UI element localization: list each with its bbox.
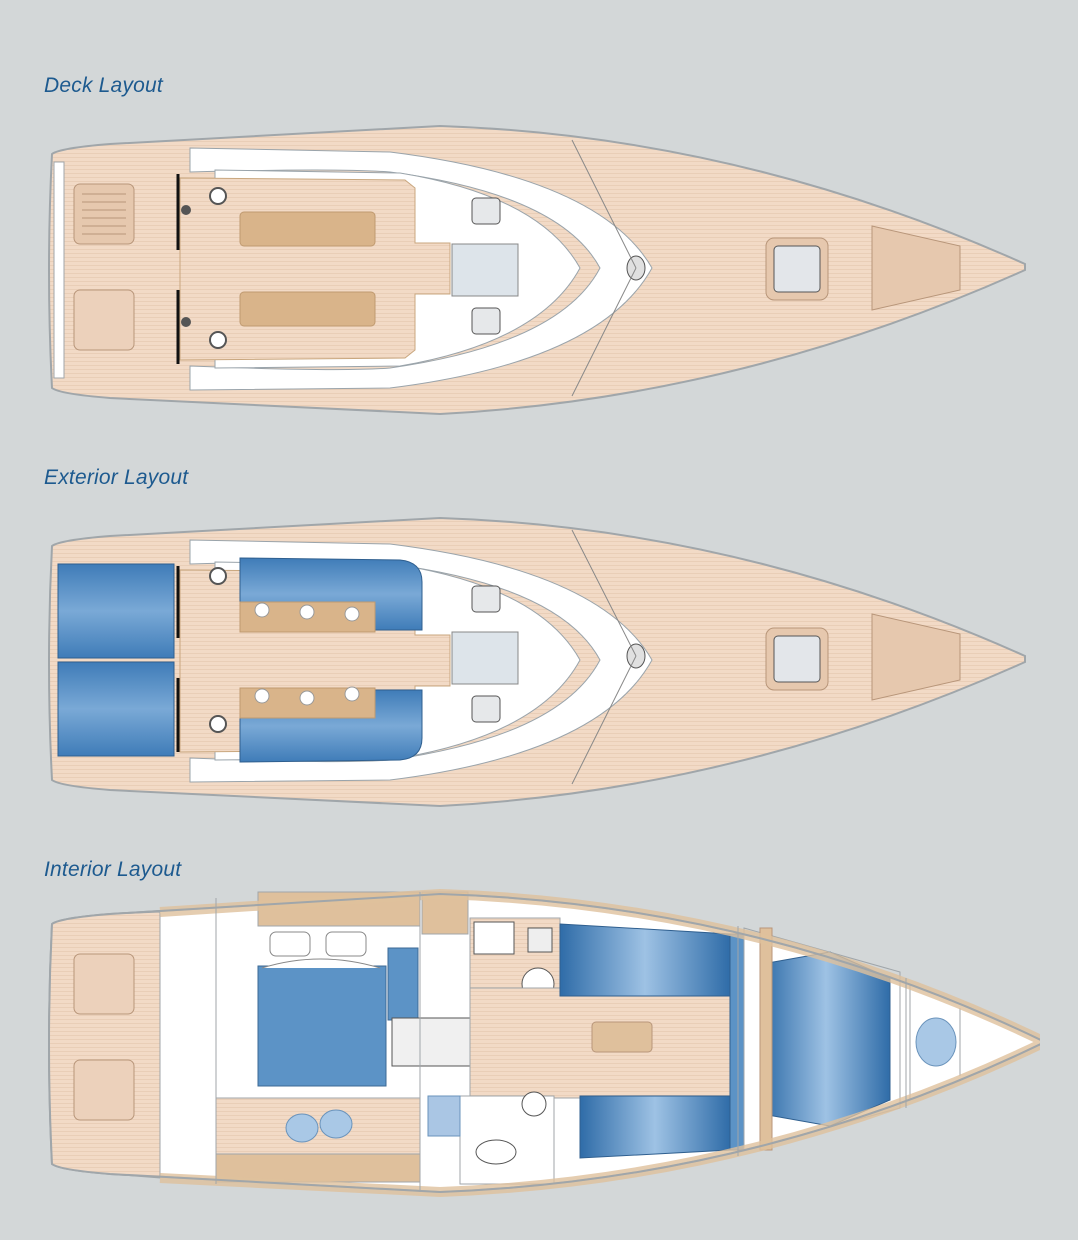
engine xyxy=(391,1017,471,1067)
deck-layout-title: Deck Layout xyxy=(44,74,163,97)
hatch-2 xyxy=(73,289,135,351)
bench-starboard xyxy=(239,291,376,327)
winch-2 xyxy=(209,331,227,349)
sunpad-cushion-1 xyxy=(57,563,175,659)
sunpad-cushion-2 xyxy=(57,661,175,757)
saloon-settee-port xyxy=(559,923,731,997)
double-berth xyxy=(257,965,387,1087)
winch-1 xyxy=(209,187,227,205)
companionway xyxy=(451,243,519,297)
portlight-1 xyxy=(471,197,501,225)
saloon-settee-starboard xyxy=(579,1095,731,1159)
v-berth xyxy=(761,951,891,1127)
anchor-locker xyxy=(871,225,961,311)
interior-layout-plan xyxy=(40,888,1040,1198)
exterior-layout-title: Exterior Layout xyxy=(44,466,189,489)
saloon-table xyxy=(591,1021,653,1053)
hatch-1 xyxy=(73,183,135,245)
interior-layout-title: Interior Layout xyxy=(44,858,182,881)
deck-layout-plan xyxy=(40,118,1040,423)
cockpit-coaming xyxy=(189,147,653,391)
exterior-layout-plan xyxy=(40,510,1040,815)
bench-port xyxy=(239,211,376,247)
portlight-2 xyxy=(471,307,501,335)
